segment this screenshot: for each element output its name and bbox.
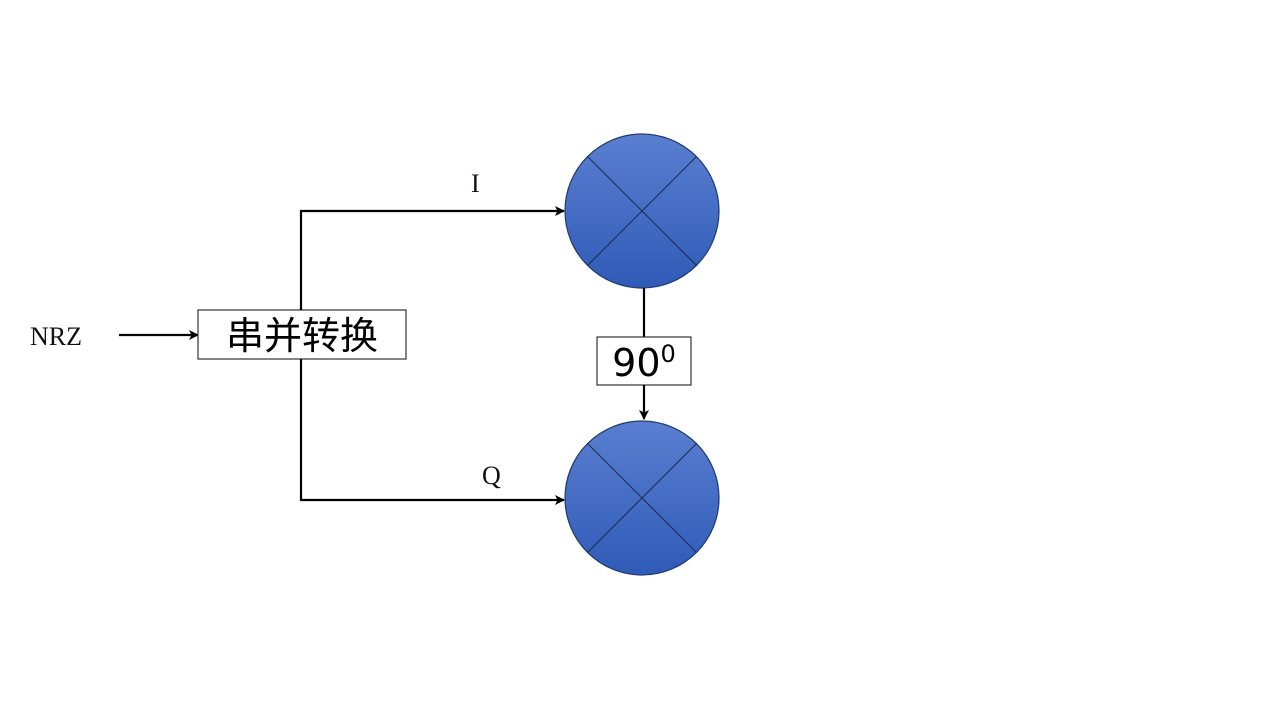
q-branch-wire bbox=[299, 359, 565, 505]
q-branch-label: Q bbox=[482, 461, 501, 490]
phase-shift-label: 900 bbox=[612, 340, 676, 385]
serial-parallel-block: 串并转换 bbox=[197, 309, 407, 360]
i-branch-label: I bbox=[471, 169, 480, 198]
nrz-label: NRZ bbox=[30, 322, 82, 351]
q-mixer-icon bbox=[564, 420, 720, 576]
i-mixer-icon bbox=[564, 133, 720, 289]
phase-shift-block: 900 bbox=[596, 336, 692, 386]
phase-shift-degree: 0 bbox=[661, 340, 676, 368]
i-branch-wire bbox=[299, 206, 565, 310]
phase-shift-value: 90 bbox=[612, 341, 660, 385]
serial-parallel-label: 串并转换 bbox=[226, 314, 378, 358]
